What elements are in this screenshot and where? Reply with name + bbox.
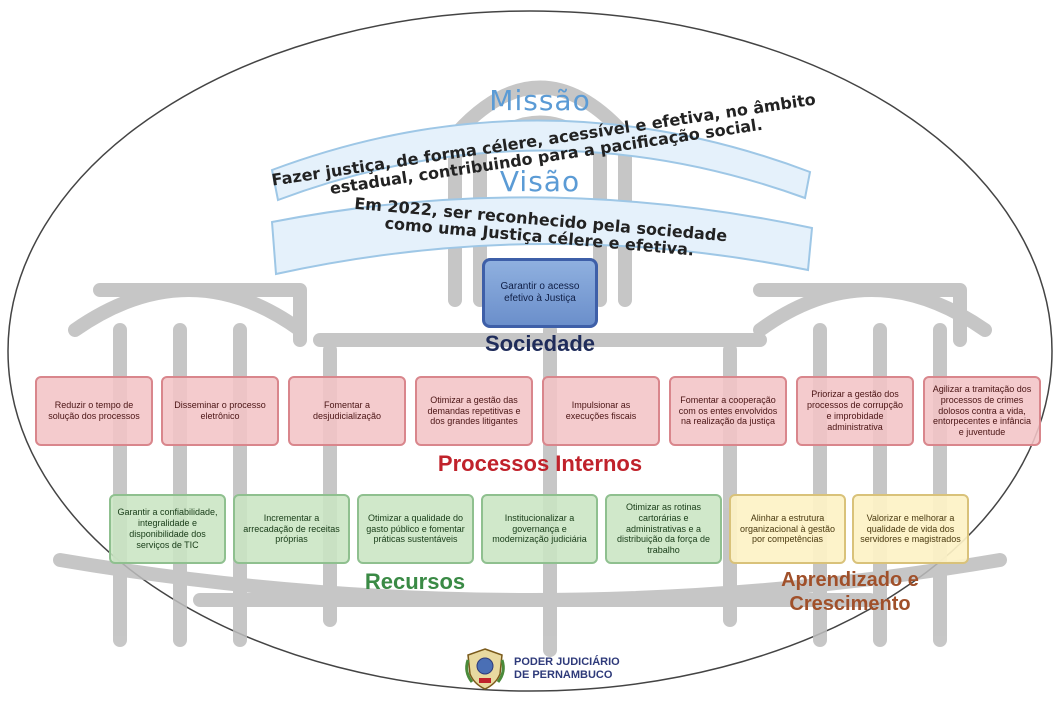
process-objective: Reduzir o tempo de solução dos processos	[35, 376, 153, 446]
mission-heading: Missão	[489, 84, 591, 117]
resource-objective: Incrementar a arrecadação de receitas pr…	[233, 494, 350, 564]
resource-objective: Otimizar a qualidade do gasto público e …	[357, 494, 474, 564]
coat-of-arms-icon	[465, 648, 505, 690]
process-objective: Fomentar a desjudicialização	[288, 376, 406, 446]
process-objective: Otimizar a gestão das demandas repetitiv…	[415, 376, 533, 446]
process-objective: Disseminar o processo eletrônico	[161, 376, 279, 446]
society-objective-box: Garantir o acesso efetivo à Justiça	[482, 258, 598, 328]
resource-objective: Institucionalizar a governança e moderni…	[481, 494, 598, 564]
learning-objective: Alinhar a estrutura organizacional à ges…	[729, 494, 846, 564]
process-objective: Agilizar a tramitação dos processos de c…	[923, 376, 1041, 446]
vision-ribbon	[270, 196, 814, 276]
vision-heading: Visão	[499, 165, 581, 198]
court-logo: PODER JUDICIÁRIO DE PERNAMBUCO	[462, 646, 622, 692]
learning-label: Aprendizado e Crescimento	[781, 569, 919, 615]
logo-line-1: PODER JUDICIÁRIO	[514, 656, 620, 668]
resources-label: Recursos	[364, 569, 466, 594]
processes-label: Processos Internos	[437, 451, 643, 476]
logo-line-2: DE PERNAMBUCO	[514, 669, 613, 681]
resource-objective: Garantir a confiabilidade, integralidade…	[109, 494, 226, 564]
process-objective: Priorizar a gestão dos processos de corr…	[796, 376, 914, 446]
society-label: Sociedade	[484, 331, 596, 356]
mission-ribbon	[270, 119, 812, 202]
process-objective: Fomentar a cooperação com os entes envol…	[669, 376, 787, 446]
process-objective: Impulsionar as execuções fiscais	[542, 376, 660, 446]
resource-objective: Otimizar as rotinas cartorárias e admini…	[605, 494, 722, 564]
learning-objective: Valorizar e melhorar a qualidade de vida…	[852, 494, 969, 564]
